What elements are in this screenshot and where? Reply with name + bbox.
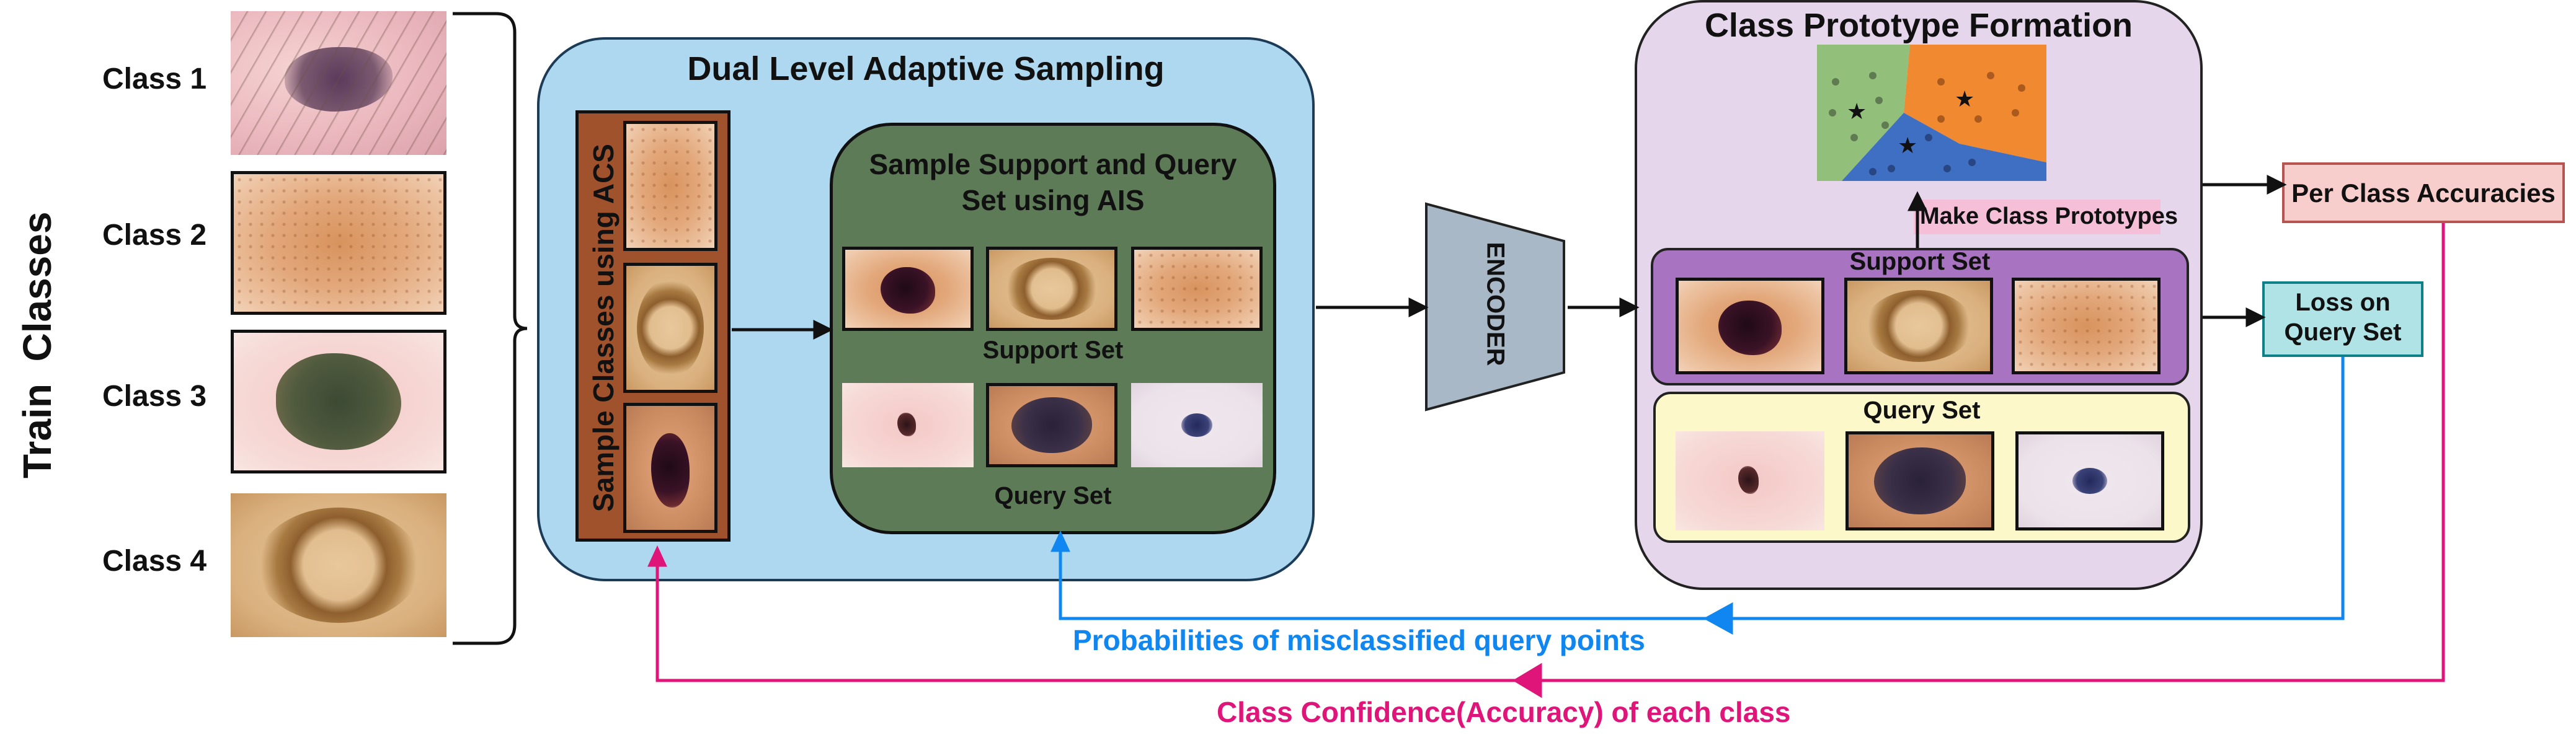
- acs-image-1: [623, 121, 717, 251]
- class-1-image: [231, 11, 446, 155]
- class-2-image: [231, 171, 446, 315]
- prototype-title: Class Prototype Formation: [1704, 7, 2133, 44]
- train-classes-label: Train Classes: [15, 211, 60, 478]
- class-2-label: Class 2: [102, 219, 207, 252]
- ais-support-label: Support Set: [982, 337, 1124, 364]
- svg-text:★: ★: [1955, 87, 1974, 112]
- prototype-query-image-3: [2015, 431, 2164, 530]
- ais-support-image-3: [1131, 247, 1263, 331]
- class-3-label: Class 3: [102, 380, 207, 413]
- loss-label-line1: Loss on: [2295, 289, 2391, 316]
- svg-text:★: ★: [1898, 133, 1917, 159]
- prototype-query-image-2: [1845, 431, 1994, 530]
- acs-image-3: [623, 403, 717, 533]
- prototype-support-image-3: [2012, 278, 2161, 374]
- prototype-support-image-2: [1844, 278, 1993, 374]
- prototype-voronoi: ★ ★ ★: [1817, 45, 2046, 181]
- per-class-accuracies-label: Per Class Accuracies: [2291, 178, 2556, 208]
- loss-label-line2: Query Set: [2284, 319, 2402, 346]
- misclassified-feedback-label: Probabilities of misclassified query poi…: [1073, 624, 1645, 656]
- ais-support-image-2: [986, 247, 1117, 331]
- ais-query-image-3: [1131, 383, 1263, 467]
- prototype-support-image-1: [1676, 278, 1824, 374]
- class-1-label: Class 1: [102, 63, 207, 95]
- prototype-support-label: Support Set: [1849, 248, 1991, 275]
- ais-query-label: Query Set: [994, 482, 1112, 509]
- class-4-image: [231, 493, 446, 637]
- ais-query-image-2: [986, 383, 1117, 467]
- prototype-query-image-1: [1676, 431, 1824, 530]
- encoder-label: ENCODER: [1481, 242, 1509, 366]
- dual-level-title: Dual Level Adaptive Sampling: [687, 50, 1165, 87]
- prototype-query-label: Query Set: [1863, 397, 1981, 424]
- class-4-label: Class 4: [102, 545, 207, 578]
- ais-support-image-1: [842, 247, 974, 331]
- per-class-accuracies-box: [2282, 162, 2565, 223]
- ais-title-line1: Sample Support and Query: [869, 148, 1237, 180]
- make-prototypes-label: Make Class Prototypes: [1920, 203, 2178, 229]
- svg-text:★: ★: [1847, 99, 1867, 125]
- acs-label: Sample Classes using ACS: [587, 144, 620, 512]
- class-3-image: [231, 330, 446, 473]
- ais-title-line2: Set using AIS: [961, 184, 1145, 216]
- prototype-stars: ★ ★ ★: [1847, 87, 1974, 159]
- class-confidence-feedback-label: Class Confidence(Accuracy) of each class: [1217, 696, 1791, 728]
- ais-query-image-1: [842, 383, 974, 467]
- acs-image-2: [623, 263, 717, 393]
